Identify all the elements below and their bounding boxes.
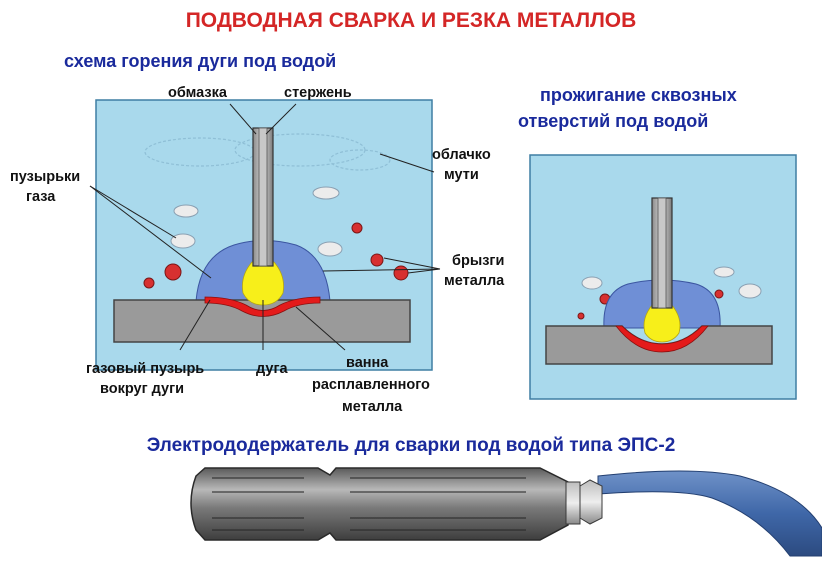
- left-underwater-arc-scheme: [89, 99, 441, 371]
- electrode-rod: [258, 127, 268, 267]
- right-through-hole-burning: [529, 154, 797, 400]
- arc-flame: [643, 303, 681, 343]
- label-rod: стержень: [284, 85, 352, 101]
- label-pool-line3: металла: [342, 399, 403, 415]
- label-spatter-line2: металла: [444, 273, 505, 289]
- gas-bubble: [317, 241, 343, 257]
- molten-metal-pool: [615, 325, 709, 353]
- right-panel-title-line2: отверстий под водой: [518, 111, 709, 131]
- label-gas-bubble-line2: вокруг дуги: [100, 381, 185, 397]
- left-panel-title: схема горения дуги под водой: [64, 51, 337, 71]
- gas-bubble: [738, 283, 762, 299]
- metal-spatter: [393, 265, 409, 281]
- holder-collar: [565, 481, 581, 525]
- label-gas-bubbles-line1: пузырьки: [10, 169, 81, 185]
- holder-cable: [597, 470, 822, 557]
- label-turbidity-line1: облачко: [432, 147, 491, 163]
- metal-spatter: [351, 222, 363, 234]
- page-title: ПОДВОДНАЯ СВАРКА И РЕЗКА МЕТАЛЛОВ: [185, 9, 637, 32]
- holder-nut: [579, 479, 603, 525]
- label-gas-bubble-line1: газовый пузырь: [86, 361, 205, 377]
- leader-lines-left: [89, 103, 441, 351]
- metal-spatter: [164, 263, 182, 281]
- label-gas-bubbles-line2: газа: [26, 189, 56, 205]
- gas-bubble: [170, 233, 196, 249]
- arc-flame: [242, 261, 284, 306]
- electrode-holder-eps-2: [190, 467, 822, 557]
- holder-grip-grooves: [212, 477, 526, 531]
- right-panel-title-line1: прожигание сквозных: [540, 85, 737, 105]
- metal-spatter: [143, 277, 155, 289]
- holder-body: [190, 467, 569, 541]
- metal-spatter: [577, 312, 585, 320]
- metal-spatter: [714, 289, 724, 299]
- label-arc: дуга: [256, 361, 288, 377]
- molten-metal-pool: [204, 296, 321, 317]
- holder-title: Электрододержатель для сварки под водой …: [146, 435, 676, 456]
- label-pool-line2: расплавленного: [312, 377, 430, 393]
- metal-spatter: [370, 253, 384, 267]
- label-coating: обмазка: [168, 85, 227, 101]
- label-turbidity-line2: мути: [444, 167, 479, 183]
- gas-bubble: [312, 186, 340, 200]
- gas-bubble: [581, 276, 603, 290]
- electrode-rod: [657, 197, 667, 309]
- gas-bubble: [713, 266, 735, 278]
- label-spatter-line1: брызги: [452, 253, 505, 269]
- metal-plate-left: [113, 299, 411, 343]
- label-pool-line1: ванна: [346, 355, 389, 371]
- gas-bubble: [173, 204, 199, 218]
